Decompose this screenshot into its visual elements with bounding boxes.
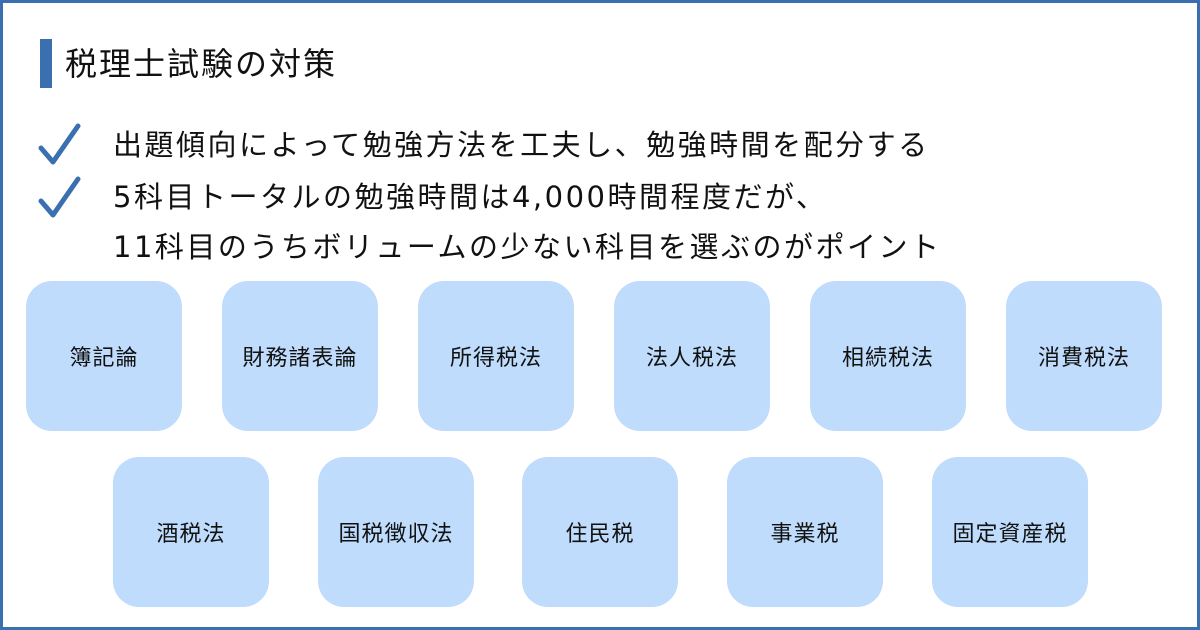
checkmark-icon bbox=[38, 176, 81, 218]
subject-card: 所得税法 bbox=[418, 281, 574, 431]
page-title: 税理士試験の対策 bbox=[65, 45, 338, 83]
point-text: 5科目トータルの勉強時間は4,000時間程度だが、 bbox=[113, 180, 828, 214]
checkmark-icon bbox=[38, 123, 81, 165]
point-text: 出題傾向によって勉強方法を工夫し、勉強時間を配分する bbox=[113, 128, 930, 162]
point-text: 11科目のうちボリュームの少ない科目を選ぶのがポイント bbox=[113, 230, 942, 264]
subject-card: 簿記論 bbox=[26, 281, 182, 431]
subject-card: 消費税法 bbox=[1006, 281, 1162, 431]
subject-card: 法人税法 bbox=[614, 281, 770, 431]
title-accent-bar bbox=[40, 39, 52, 88]
subject-card: 財務諸表論 bbox=[222, 281, 378, 431]
subject-card: 事業税 bbox=[727, 457, 883, 607]
subject-card: 酒税法 bbox=[113, 457, 269, 607]
subject-card: 住民税 bbox=[522, 457, 678, 607]
subject-card: 固定資産税 bbox=[932, 457, 1088, 607]
subject-card: 国税徴収法 bbox=[318, 457, 474, 607]
subject-card: 相続税法 bbox=[810, 281, 966, 431]
